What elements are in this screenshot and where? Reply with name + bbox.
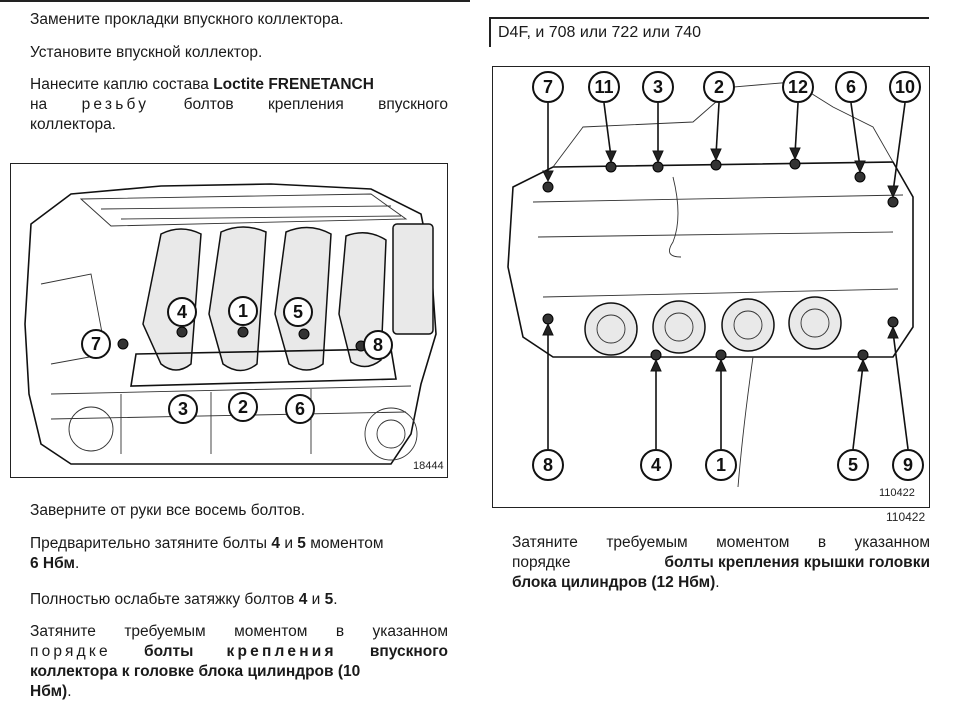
svg-text:7: 7 — [543, 77, 553, 97]
callout-bottom-5: 5 — [837, 449, 869, 481]
spark-plug-wells — [584, 296, 842, 356]
callout-1: 1 — [228, 296, 258, 326]
top-rule — [0, 0, 470, 2]
callout-8: 8 — [363, 330, 393, 360]
pretighten-torque-value: 6 Нбм — [30, 555, 75, 572]
svg-text:4: 4 — [177, 302, 187, 322]
svg-text:2: 2 — [714, 77, 724, 97]
svg-text:11: 11 — [594, 77, 613, 97]
loctite-product: Loctite FRENETANCH — [213, 76, 374, 93]
cylinder-head-cover-figure: 7 11 3 2 12 6 10 8 4 1 5 9 110422 — [492, 66, 930, 508]
final-torque-text1: Затяните требуемым моментом в указанном — [30, 623, 448, 640]
step-replace-gaskets: Замените прокладки впускного коллектора. — [30, 11, 344, 28]
word-boltov: болтов — [183, 96, 234, 113]
loosen-bolt-4: 4 — [298, 591, 308, 608]
svg-text:5: 5 — [848, 455, 858, 475]
callout-2: 2 — [228, 392, 258, 422]
bolt-4: 4 — [271, 535, 281, 552]
pretighten-and: и — [280, 535, 298, 552]
svg-text:1: 1 — [716, 455, 726, 475]
callout-top-10: 10 — [889, 71, 921, 103]
callout-5: 5 — [283, 297, 313, 327]
svg-text:10: 10 — [895, 77, 915, 97]
caption-poryadke: порядке — [512, 554, 571, 571]
svg-text:12: 12 — [788, 77, 808, 97]
right-top-rule — [489, 17, 929, 19]
right-left-rule — [489, 17, 491, 47]
final-torque-period: . — [67, 683, 72, 700]
svg-text:8: 8 — [373, 335, 383, 355]
figure-number-inner: 110422 — [879, 487, 915, 499]
word-rezbu: резьбу — [81, 96, 150, 113]
callout-top-6: 6 — [835, 71, 867, 103]
callout-top-3: 3 — [642, 71, 674, 103]
step-loosen: Полностью ослабьте затяжку болтов 4 и 5. — [30, 590, 450, 610]
svg-text:4: 4 — [651, 455, 661, 475]
svg-text:8: 8 — [543, 455, 553, 475]
final-torque-line3: коллектора к головке блока цилиндров (10 — [30, 663, 361, 680]
loosen-text: Полностью ослабьте затяжку болтов — [30, 591, 299, 608]
callout-top-2: 2 — [703, 71, 735, 103]
callout-6: 6 — [285, 394, 315, 424]
bottom-callout-arrows — [542, 322, 909, 450]
caption-period: . — [715, 574, 720, 591]
svg-text:6: 6 — [295, 399, 305, 419]
svg-text:5: 5 — [293, 302, 303, 322]
cover-bolts-caption: Затяните требуемым моментом в указанном … — [512, 533, 930, 593]
top-callout-arrows — [542, 102, 906, 199]
figure-number-left: 18444 — [413, 460, 444, 472]
word-krepleniya: крепления — [268, 96, 344, 113]
final-torque-line1: Затяните требуемым моментом в указанном — [30, 622, 448, 642]
word-poryadke: порядке — [30, 643, 111, 660]
engine-variant-label: D4F, и 708 или 722 или 740 — [498, 24, 702, 41]
callout-top-11: 11 — [588, 71, 620, 103]
loosen-bolt-5: 5 — [324, 591, 334, 608]
caption-line1: Затяните требуемым моментом в указанном — [512, 534, 930, 551]
word-krepleniya-bold: крепления — [226, 643, 337, 660]
word-bolty: болты — [144, 643, 194, 660]
step-final-torque: Затяните требуемым моментом в указанном … — [30, 622, 448, 702]
svg-text:3: 3 — [178, 399, 188, 419]
callout-bottom-4: 4 — [640, 449, 672, 481]
svg-text:2: 2 — [238, 397, 248, 417]
caption-torque-bold: блока цилиндров (12 Нбм) — [512, 574, 716, 591]
final-torque-value: Нбм) — [30, 683, 68, 700]
word-kollektora: коллектора. — [30, 116, 116, 133]
svg-text:3: 3 — [653, 77, 663, 97]
word-vpusknogo-bold: впускного — [369, 643, 448, 660]
svg-text:9: 9 — [903, 455, 913, 475]
figure-number-right: 110422 — [886, 510, 926, 524]
callout-bottom-1: 1 — [705, 449, 737, 481]
bolt-5: 5 — [297, 535, 306, 552]
loosen-and: и — [307, 591, 325, 608]
step-install-manifold: Установите впускной коллектор. — [30, 44, 263, 61]
callout-7: 7 — [81, 329, 111, 359]
svg-text:1: 1 — [238, 301, 248, 321]
word-na: на — [30, 96, 48, 113]
intake-manifold-drawing: 4 1 5 7 8 3 2 6 — [24, 183, 437, 465]
callout-bottom-8: 8 — [532, 449, 564, 481]
intake-manifold-figure: 4 1 5 7 8 3 2 6 18444 — [10, 163, 448, 478]
step-apply-loctite: Нанесите каплю состава Loctite FRENETANC… — [30, 75, 448, 135]
callout-top-7: 7 — [532, 71, 564, 103]
callout-bottom-9: 9 — [892, 449, 924, 481]
svg-text:6: 6 — [846, 77, 856, 97]
cylinder-head-cover-drawing: 7 11 3 2 12 6 10 8 4 1 5 9 — [507, 71, 924, 488]
step-pretighten: Предварительно затяните болты 4 и 5 моме… — [30, 534, 450, 574]
pretighten-period: . — [74, 555, 80, 572]
step-hand-tighten: Заверните от руки все восемь болтов. — [30, 502, 306, 519]
pretighten-text: Предварительно затяните болты — [30, 535, 272, 552]
callout-top-12: 12 — [782, 71, 814, 103]
loosen-period: . — [333, 591, 338, 608]
callout-3: 3 — [168, 394, 198, 424]
svg-text:7: 7 — [91, 334, 101, 354]
word-vpusknogo: впускного — [378, 96, 448, 113]
step-apply-loctite-pre: Нанесите каплю состава — [30, 76, 214, 93]
pretighten-torque-word: моментом — [305, 535, 384, 552]
caption-bolts-bold: болты крепления крышки головки — [664, 554, 930, 571]
callout-4: 4 — [167, 297, 197, 327]
